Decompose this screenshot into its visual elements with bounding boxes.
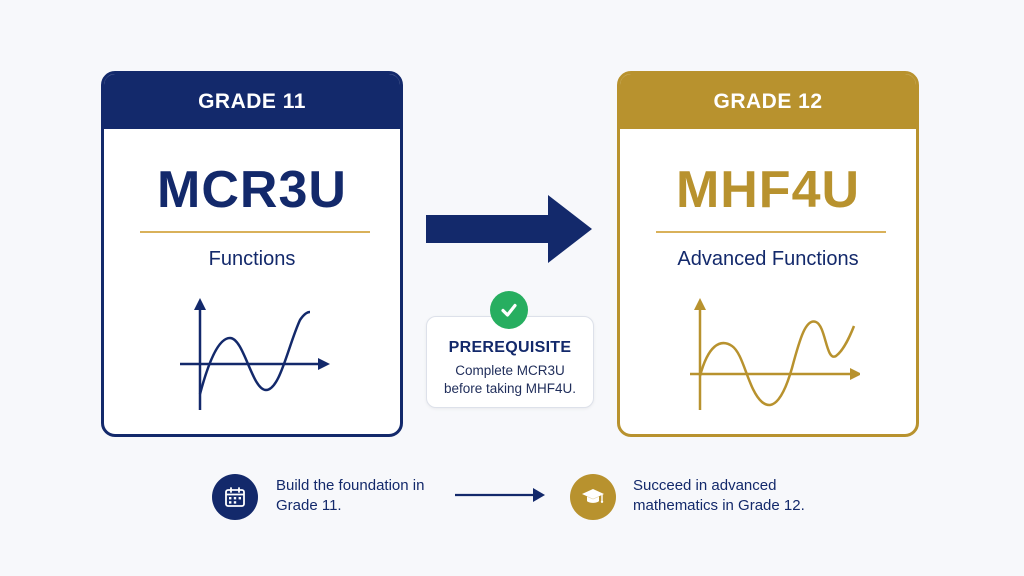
advanced-function-graph-icon xyxy=(690,298,860,410)
course-code-mcr3u: MCR3U xyxy=(157,161,347,219)
grade-11-header: GRADE 11 xyxy=(104,74,400,129)
grade-11-card: GRADE 11 MCR3U Functions xyxy=(101,71,403,437)
course-name-functions: Functions xyxy=(208,248,296,270)
foundation-text: Build the foundation in Grade 11. xyxy=(276,477,425,514)
course-name-advanced-functions: Advanced Functions xyxy=(677,248,859,270)
course-code-mhf4u: MHF4U xyxy=(675,161,861,219)
graduation-cap-icon xyxy=(570,474,616,520)
succeed-text: Succeed in advanced mathematics in Grade… xyxy=(633,477,805,514)
calendar-icon xyxy=(212,474,258,520)
divider xyxy=(140,231,370,233)
divider xyxy=(656,231,886,233)
prerequisite-title: PREREQUISITE xyxy=(448,339,572,356)
progression-arrow-icon xyxy=(426,195,592,263)
prerequisite-box: PREREQUISITE Complete MCR3U before takin… xyxy=(426,316,594,408)
grade-12-card: GRADE 12 MHF4U Advanced Functions xyxy=(617,71,919,437)
grade-12-header: GRADE 12 xyxy=(620,74,916,129)
small-arrow-icon xyxy=(455,488,545,502)
check-icon xyxy=(490,291,528,329)
prerequisite-text: Complete MCR3U before taking MHF4U. xyxy=(443,363,577,396)
function-graph-icon xyxy=(180,298,330,410)
